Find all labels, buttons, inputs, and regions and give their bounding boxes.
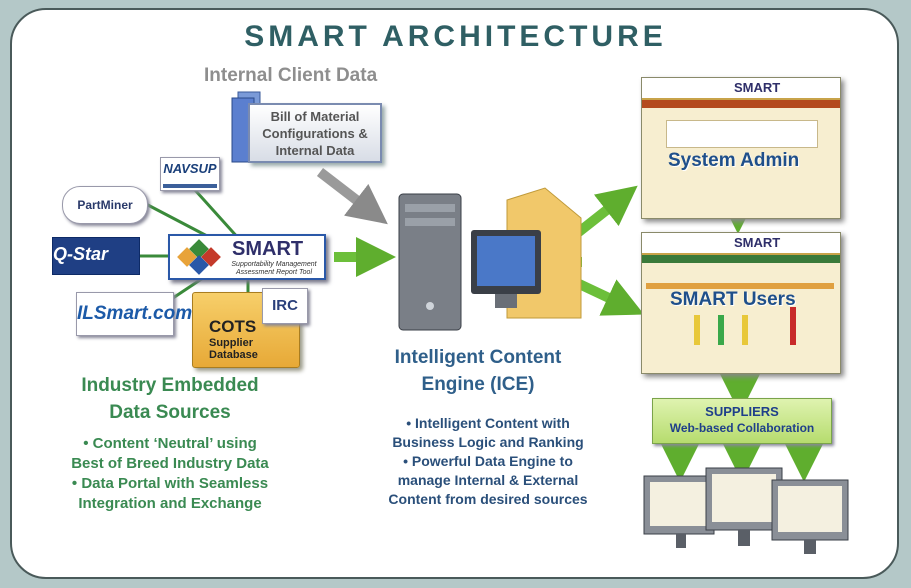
screen-header-word: SMART — [734, 235, 781, 250]
smart-users-label: SMART Users — [670, 289, 796, 310]
smart-logo-subtitle: Supportability Management Assessment Rep… — [231, 261, 317, 276]
cots-title: COTS — [209, 317, 257, 336]
bom-line: Bill of Material — [270, 109, 360, 124]
system-admin-screenshot: SMART System Admin — [641, 77, 841, 219]
system-admin-label: System Admin — [668, 150, 800, 171]
screen-bar — [718, 315, 724, 345]
smart-users-screenshot: SMART SMART Users — [641, 232, 841, 374]
diagram-title: SMART ARCHITECTURE — [244, 20, 667, 53]
arrow-engine-to-admin — [571, 185, 638, 239]
engine-heading-line: Engine (ICE) — [421, 374, 535, 395]
suppliers-title: SUPPLIERS — [705, 404, 779, 419]
ilsmart-logo: ILSmart.com — [76, 292, 192, 336]
smart-logo-word: SMART — [232, 238, 304, 260]
cots-line2: Database — [209, 349, 258, 361]
screen-nav — [642, 255, 840, 263]
industry-bullet-line: • Content ‘Neutral’ using — [83, 435, 257, 452]
screen-bar — [790, 307, 796, 345]
industry-bullet-line: • Data Portal with Seamless — [71, 475, 269, 492]
engine-bullet-line: • Intelligent Content with — [406, 415, 570, 431]
industry-bullet-line: Integration and Exchange — [78, 495, 262, 512]
bom-line: Internal Data — [275, 143, 355, 158]
bill-of-material-box: Bill of Material Configurations & Intern… — [248, 103, 382, 163]
cots-line1: Supplier — [209, 337, 254, 349]
arrow-bom-to-engine — [316, 168, 388, 225]
cots-database-folder: COTS Supplier Database — [192, 292, 300, 368]
computer-server-icon — [398, 187, 582, 331]
engine-bullet-line: Content from desired sources — [388, 491, 588, 507]
screen-header: SMART — [642, 233, 840, 256]
screen-content-box — [666, 120, 818, 148]
partminer-logo: PartMiner — [62, 186, 148, 224]
screen-header: SMART — [642, 78, 840, 101]
irc-logo: IRC — [262, 288, 308, 324]
suppliers-subtitle: Web-based Collaboration — [669, 421, 815, 435]
qstar-logo: Q-Star — [52, 237, 140, 275]
engine-heading: Intelligent Content Engine (ICE) — [352, 344, 604, 398]
navsup-logo-text: NAVSUP — [163, 161, 217, 176]
supplier-monitors-icon — [643, 467, 849, 554]
engine-bullet-line: • Powerful Data Engine to — [403, 453, 573, 469]
screen-header-word: SMART — [734, 80, 781, 95]
arrow-engine-to-users — [572, 277, 645, 316]
navsup-logo: NAVSUP — [160, 157, 220, 191]
screen-bar — [742, 315, 748, 345]
bom-line: Configurations & — [262, 126, 368, 141]
industry-bullet-line: Best of Breed Industry Data — [71, 455, 269, 472]
engine-bullets: • Intelligent Content with Business Logi… — [352, 414, 624, 509]
industry-heading-line: Industry Embedded — [81, 375, 259, 396]
screen-progress — [646, 283, 834, 289]
screen-nav — [642, 100, 840, 108]
engine-heading-line: Intelligent Content — [394, 347, 562, 368]
engine-bullet-line: manage Internal & External — [397, 472, 579, 488]
navsup-logo-bar — [163, 184, 217, 188]
industry-bullets: • Content ‘Neutral’ using Best of Breed … — [20, 434, 320, 514]
screen-bar — [694, 315, 700, 345]
industry-heading: Industry Embedded Data Sources — [40, 372, 300, 426]
internal-client-data-heading: Internal Client Data — [204, 65, 378, 86]
industry-heading-line: Data Sources — [109, 402, 231, 423]
smart-logo: SMART Supportability Management Assessme… — [168, 234, 326, 280]
suppliers-box: SUPPLIERS Web-based Collaboration — [652, 398, 832, 444]
engine-bullet-line: Business Logic and Ranking — [392, 434, 584, 450]
